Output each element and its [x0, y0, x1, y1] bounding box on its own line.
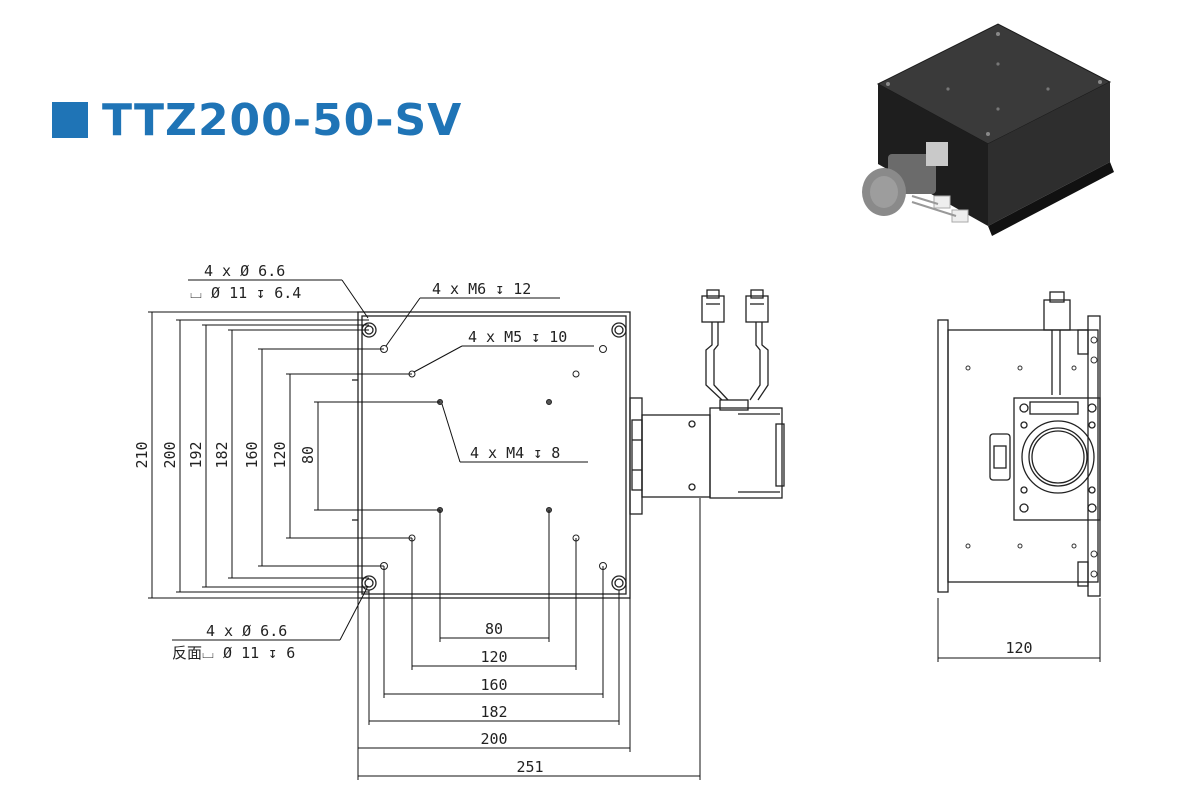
square-bullet-icon: [52, 102, 88, 138]
dim-210: 210: [133, 441, 151, 468]
side-view: 120: [937, 291, 1101, 662]
dim-h-160: 160: [480, 676, 507, 694]
dim-192: 192: [187, 441, 205, 468]
dim-h-200: 200: [480, 730, 507, 748]
dim-h-80: 80: [485, 620, 503, 638]
page-title: TTZ200-50-SV: [102, 94, 463, 146]
note-top-left-counterbore: ⌴ Ø 11 ↧ 6.4: [190, 284, 301, 302]
callout-notes: 4 x Ø 6.6 ⌴ Ø 11 ↧ 6.4 4 x M6 ↧ 12 4 x M…: [172, 262, 594, 662]
note-top-left-holes: 4 x Ø 6.6: [204, 262, 285, 280]
note-m5: 4 x M5 ↧ 10: [468, 328, 567, 346]
top-view: 210 200 192 182 160 120 80: [133, 262, 785, 780]
top-plate-inner-outline: [361, 315, 627, 595]
dim-h-251: 251: [516, 758, 543, 776]
dim-200: 200: [161, 441, 179, 468]
note-m4: 4 x M4 ↧ 8: [470, 444, 560, 462]
dim-120: 120: [271, 441, 289, 468]
dim-h-120: 120: [480, 648, 507, 666]
servo-motor-top-view: [629, 289, 785, 515]
vertical-dimensions: 210 200 192 182 160 120 80: [133, 311, 440, 599]
horizontal-dimensions: 80 120 160 182 200 251: [357, 498, 701, 780]
dim-160: 160: [243, 441, 261, 468]
note-bottom-left-holes: 4 x Ø 6.6: [206, 622, 287, 640]
counterbore-holes: [361, 322, 627, 591]
product-photo: [862, 23, 1114, 236]
dim-182: 182: [213, 441, 231, 468]
dim-h-182: 182: [480, 703, 507, 721]
dim-80: 80: [299, 446, 317, 464]
note-m6: 4 x M6 ↧ 12: [432, 280, 531, 298]
side-dim-120: 120: [1005, 639, 1032, 657]
title-block: TTZ200-50-SV: [52, 90, 462, 150]
note-bottom-left-counterbore: 反面⌴ Ø 11 ↧ 6: [172, 644, 295, 662]
